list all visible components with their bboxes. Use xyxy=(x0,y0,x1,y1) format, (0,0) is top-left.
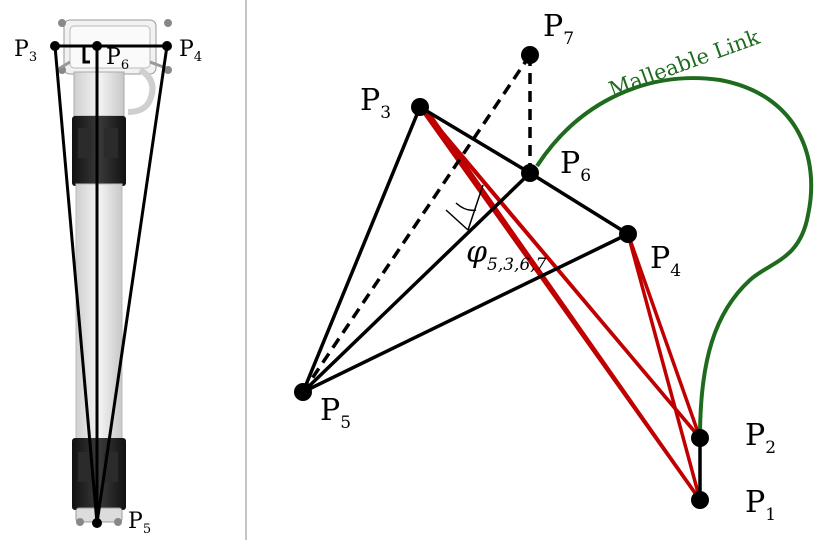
point-p6 xyxy=(521,164,539,182)
left-point-p6 xyxy=(92,41,102,51)
line-p3-p6 xyxy=(419,105,531,175)
left-points xyxy=(50,41,172,528)
label-p7: P7 xyxy=(543,9,574,49)
point-p2 xyxy=(691,429,709,447)
black-links xyxy=(301,105,702,500)
malleable-link-curve xyxy=(535,76,814,439)
left-point-p3 xyxy=(50,41,60,51)
red-links xyxy=(418,105,702,502)
left-label-p4: P4 xyxy=(179,37,202,65)
robot-arm-illustration xyxy=(58,19,172,526)
left-bracket xyxy=(82,46,90,64)
left-label-p5: P5 xyxy=(128,509,151,537)
left-point-p4 xyxy=(162,41,172,51)
dashed-line-p7-p5 xyxy=(301,54,532,393)
point-p1 xyxy=(691,491,709,509)
line-p6-p5 xyxy=(301,171,532,394)
left-label-p6: P6 xyxy=(106,45,129,73)
label-p3: P3 xyxy=(360,83,391,123)
malleable-link-label: Malleable Link xyxy=(606,25,763,102)
line-p3-p5 xyxy=(301,106,422,393)
left-labels: P3 P6 P4 P5 xyxy=(14,37,202,537)
point-p3 xyxy=(411,98,429,116)
label-p5: P5 xyxy=(320,393,351,433)
left-line-p4-p5 xyxy=(95,45,169,524)
point-p4 xyxy=(619,225,637,243)
left-line-p3-p5 xyxy=(53,45,99,524)
red-line-p4-p1 xyxy=(626,233,702,501)
label-p4: P4 xyxy=(650,241,681,281)
angle-tick-1 xyxy=(445,209,469,231)
red-line-p4-p2 xyxy=(626,233,702,439)
right-labels: P7 P3 P6 P4 P5 P2 P1 xyxy=(320,9,776,525)
red-line-p3-p2-b xyxy=(430,118,702,440)
label-p2: P2 xyxy=(745,418,776,458)
left-overlay-lines xyxy=(53,44,169,524)
point-p5 xyxy=(294,383,312,401)
angle-tick-2 xyxy=(467,184,484,231)
right-points xyxy=(294,46,709,509)
angle-marker xyxy=(445,184,484,231)
left-label-p3: P3 xyxy=(14,37,37,65)
dashed-links xyxy=(301,54,532,393)
angle-arc xyxy=(455,202,477,212)
left-point-p5 xyxy=(92,518,102,528)
line-p6-p4 xyxy=(529,171,629,236)
line-p4-p5 xyxy=(302,232,629,394)
red-line-p3-p1-b xyxy=(426,110,702,502)
point-p7 xyxy=(521,46,539,64)
label-p1: P1 xyxy=(745,485,776,525)
label-p6: P6 xyxy=(560,146,591,186)
angle-label: φ5,3,6,7 xyxy=(466,235,547,275)
